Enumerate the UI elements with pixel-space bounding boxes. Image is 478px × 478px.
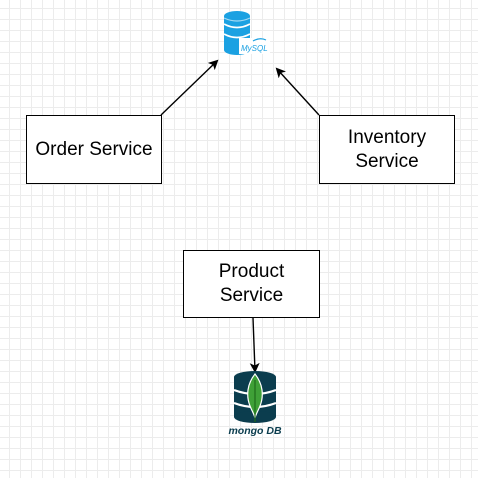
mysql-badge: MySQL <box>239 38 270 54</box>
mysql-database-icon[interactable]: MySQL <box>220 8 272 60</box>
product-service-label: Product Service <box>218 261 285 306</box>
edge-order-to-mysql[interactable] <box>160 59 219 116</box>
mongodb-logo-text: mongo DB <box>228 425 281 437</box>
order-service-label: Order Service <box>35 138 153 160</box>
product-service-node[interactable]: Product Service <box>183 250 320 318</box>
inventory-service-label: Inventory Service <box>347 126 427 172</box>
mongodb-leaf-icon <box>247 373 263 422</box>
mysql-logo-text: MySQL <box>241 44 268 53</box>
inventory-service-node[interactable]: Inventory Service <box>319 115 455 184</box>
edge-product-to-mongodb[interactable] <box>249 317 260 373</box>
mongodb-database-icon[interactable]: mongo DB <box>226 370 284 438</box>
order-service-node[interactable]: Order Service <box>26 115 162 184</box>
edge-inventory-to-mysql[interactable] <box>275 67 320 116</box>
